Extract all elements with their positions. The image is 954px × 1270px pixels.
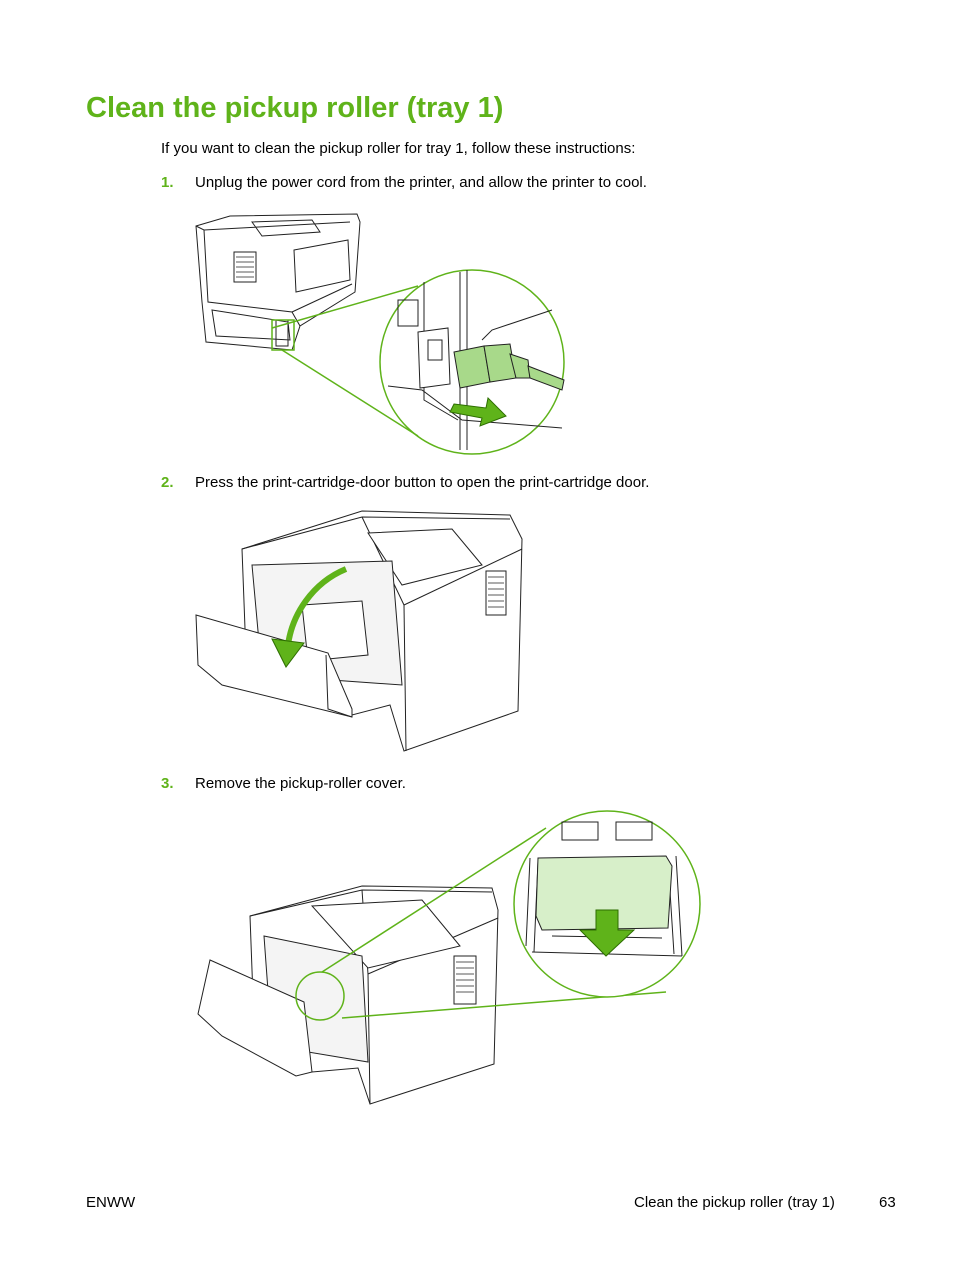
step-2-text: Press the print-cartridge-door button to… [195, 474, 650, 491]
printer-rear-view [196, 214, 360, 350]
unplug-power-cord-illustration [192, 210, 572, 460]
step-1: 1. Unplug the power cord from the printer… [161, 174, 647, 191]
step-2: 2. Press the print-cartridge-door button … [161, 474, 649, 491]
power-plug [454, 344, 564, 390]
door-open-arrow [288, 569, 346, 645]
remove-pickup-roller-cover-illustration [192, 806, 707, 1106]
step-3: 3. Remove the pickup-roller cover. [161, 775, 406, 792]
remove-direction-arrow [580, 910, 634, 956]
step-3-number: 3. [161, 775, 174, 792]
pickup-roller-cover [536, 856, 672, 930]
power-socket-highlight [272, 320, 294, 350]
open-print-cartridge-door [198, 960, 312, 1076]
step-1-number: 1. [161, 174, 174, 191]
step-3-text: Remove the pickup-roller cover. [195, 775, 406, 792]
step-2-number: 2. [161, 474, 174, 491]
page-title: Clean the pickup roller (tray 1) [86, 92, 504, 124]
footer-left: ENWW [86, 1194, 136, 1211]
footer-section-title: Clean the pickup roller (tray 1) [634, 1194, 835, 1211]
step-1-text: Unplug the power cord from the printer, … [195, 174, 647, 191]
pickup-roller-highlight [296, 972, 344, 1020]
zoom-detail [388, 270, 562, 450]
footer-page-number: 63 [879, 1194, 896, 1211]
printer-front-view [242, 511, 522, 751]
pull-direction-arrow [450, 398, 506, 426]
open-cartridge-door-illustration [192, 505, 528, 755]
intro-text: If you want to clean the pickup roller f… [161, 140, 636, 157]
printer-front-open-view [250, 886, 498, 1104]
